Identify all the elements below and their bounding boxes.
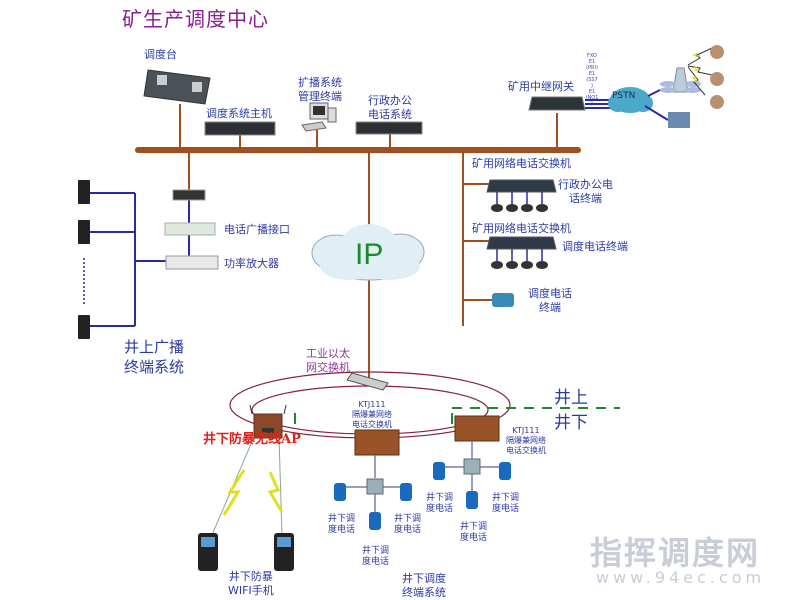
- mine-phone-icon: [433, 462, 445, 480]
- speaker-icon: [78, 220, 90, 244]
- junction-box-icon: [463, 458, 481, 475]
- mobile-user-icon: [710, 45, 724, 59]
- admin-phone-system-label: 行政办公 电话系统: [368, 94, 412, 121]
- wifi-phone-label: 井下防暴 WIFI手机: [228, 570, 274, 597]
- mine-phone-label: 井下调 度电话: [492, 493, 520, 514]
- mine-phone-label: 井下调 度电话: [460, 522, 488, 543]
- amplifier-label: 功率放大器: [224, 257, 279, 270]
- industrial-switch-icon: [346, 372, 389, 391]
- amplifier-icon: [165, 255, 219, 270]
- dispatch-phone-label: 调度电话 终端: [528, 287, 572, 314]
- mobile-user-icon: [710, 95, 724, 109]
- desk-phone-icon: [521, 204, 533, 212]
- speaker-icon: [78, 180, 90, 204]
- above-ground-label: 井上: [554, 388, 588, 408]
- mine-phone-icon: [466, 491, 478, 509]
- trunk-protocols: FXO E1 (PRI) E1 (SS7 ) E1 (NO1 ): [585, 53, 599, 107]
- desk-phone-icon: [506, 261, 518, 269]
- desk-phone-icon: [536, 204, 548, 212]
- desk-phone-icon: [491, 261, 503, 269]
- dispatch-terminal-label: 调度电话终端: [562, 240, 628, 253]
- watermark-name: 指挥调度网: [590, 534, 761, 572]
- mine-phone-icon: [499, 462, 511, 480]
- broadcast-server-icon: [172, 189, 206, 201]
- broadcast-interface-icon: [164, 222, 216, 236]
- wireless-ap-label: 井下防暴无线AP: [203, 432, 301, 447]
- ktj-switch-icon: [354, 429, 400, 456]
- mobile-user-icon: [710, 72, 724, 86]
- mine-phone-label: 井下调 度电话: [426, 493, 454, 514]
- broadcast-system-label: 井上广播 终端系统: [124, 338, 185, 376]
- junction-box-icon: [366, 478, 384, 495]
- broadcast-terminal-label: 扩播系统 管理终端: [298, 76, 342, 103]
- terminal-system-label: 井下调度 终端系统: [402, 572, 446, 599]
- ip-label: IP: [355, 238, 384, 271]
- ktj-switch-icon: [454, 415, 500, 442]
- speaker-icon: [78, 315, 90, 339]
- watermark-url: www.94ec.com: [596, 568, 766, 587]
- broadcast-interface-label: 电话广播接口: [224, 223, 290, 236]
- dispatch-host-icon: [204, 121, 276, 136]
- desk-phone-icon: [521, 261, 533, 269]
- mine-phone-icon: [369, 512, 381, 530]
- pc-terminal-icon: [301, 102, 337, 132]
- cell-tower-icon: [660, 67, 701, 93]
- desk-phone-icon: [506, 204, 518, 212]
- relay-gateway-icon: [528, 96, 586, 111]
- pstn-cloud-icon: [608, 87, 653, 113]
- admin-terminal-label: 行政办公电 话终端: [558, 178, 613, 205]
- mine-phone-label: 井下调 度电话: [394, 514, 422, 535]
- mine-phone-icon: [400, 483, 412, 501]
- dispatch-console-icon: [143, 69, 211, 105]
- pstn-label: PSTN: [612, 91, 636, 101]
- ip-cloud-icon: [311, 224, 425, 281]
- mine-switch-2-label: 矿用网络电话交换机: [472, 222, 571, 235]
- desk-phone-icon: [536, 261, 548, 269]
- ktj-right-label: KTJ111 隔爆兼网络 电话交换机: [506, 426, 546, 455]
- desk-phone-icon: [492, 293, 514, 307]
- phone-user-icon: [668, 112, 690, 128]
- console-label: 调度台: [144, 48, 177, 61]
- mine-switch-1-label: 矿用网络电话交换机: [472, 157, 571, 170]
- mine-phone-icon: [334, 483, 346, 501]
- admin-phone-system-icon: [355, 121, 423, 135]
- network-phone-switch-icon: [486, 236, 557, 250]
- page-title: 矿生产调度中心: [122, 7, 269, 31]
- ktj-left-label: KTJ111 隔爆兼网络 电话交换机: [352, 400, 392, 429]
- below-ground-label: 井下: [554, 413, 588, 433]
- industrial-switch-label: 工业以太 网交换机: [306, 347, 350, 374]
- mine-phone-label: 井下调 度电话: [362, 546, 390, 567]
- wireless-ap-icon: [249, 404, 287, 439]
- network-phone-switch-icon: [486, 179, 557, 193]
- desk-phone-icon: [491, 204, 503, 212]
- relay-gateway-label: 矿用中继网关: [508, 80, 574, 93]
- host-label: 调度系统主机: [206, 107, 272, 120]
- mine-phone-label: 井下调 度电话: [328, 514, 356, 535]
